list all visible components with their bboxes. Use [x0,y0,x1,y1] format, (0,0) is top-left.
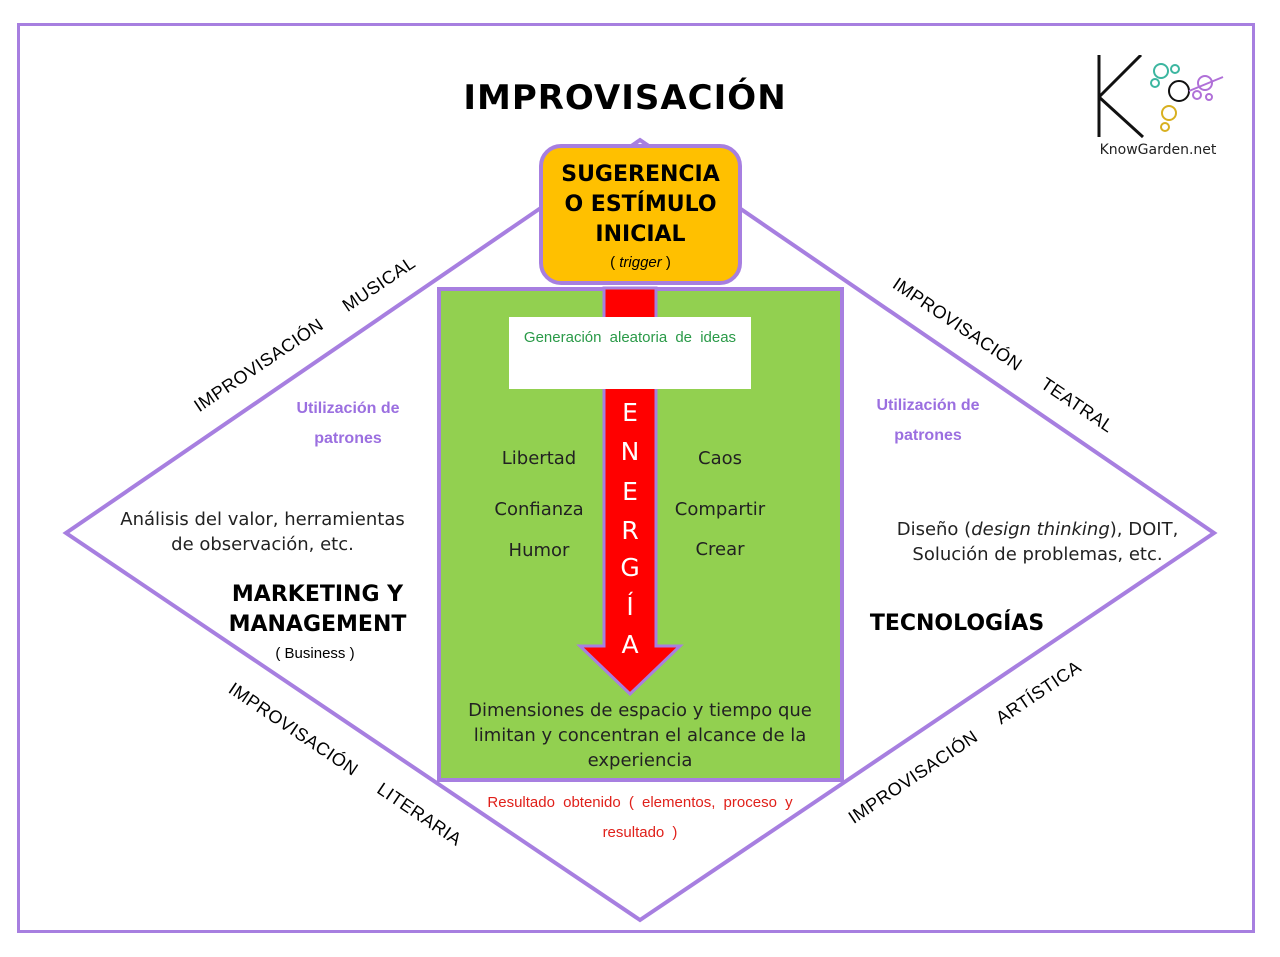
word-confianza: Confianza [494,499,584,520]
right-design-line-1: Diseño (design thinking), DOIT, [880,517,1195,542]
right-design-post: ), DOIT, [1109,519,1179,540]
left-patterns-label: Utilización de patrones [268,394,428,454]
word-compartir: Compartir [674,499,766,520]
page-title: IMPROVISACIÓN [463,78,787,118]
dimensions-text: Dimensiones de espacio y tiempo que limi… [468,700,812,771]
word-humor: Humor [508,540,570,561]
marketing-title-line-2: MANAGEMENT [228,612,407,637]
left-analysis-text: Análisis del valor, herramientas de obse… [100,507,425,557]
trigger-subtitle: ( trigger ) [543,254,738,271]
left-patterns-line-2: patrones [314,430,382,447]
trigger-box: SUGERENCIA O ESTÍMULO INICIAL ( trigger … [539,144,742,285]
tecnologias-section-title: TECNOLOGÍAS [869,611,1045,636]
energy-letter-6: Í [626,592,634,621]
right-patterns-label: Utilización de patrones [848,391,1008,451]
right-design-text: Diseño (design thinking), DOIT, Solución… [880,517,1195,567]
trigger-sub-open: ( [610,254,620,271]
right-design-pre: Diseño ( [896,519,972,540]
left-patterns-line-1: Utilización de [296,400,400,417]
energy-letter-2: N [620,437,640,466]
trigger-sub-italic: trigger [619,254,662,271]
trigger-line-1: SUGERENCIA [561,162,720,187]
random-ideas-box: Generación aleatoria de ideas [509,317,751,389]
knowgarden-logo-icon [1093,53,1225,140]
word-crear: Crear [695,539,745,560]
right-patterns-line-1: Utilización de [876,397,980,414]
marketing-section-sub: ( Business ) [275,645,355,662]
energy-letter-7: A [621,630,639,659]
word-libertad: Libertad [501,448,577,469]
energy-letter-5: G [620,553,640,582]
energy-letter-1: E [622,398,638,427]
right-design-italic: design thinking [971,519,1110,540]
right-design-line-2: Solución de problemas, etc. [912,544,1163,565]
knowgarden-logo [1093,53,1225,140]
right-patterns-line-2: patrones [894,427,962,444]
energy-letter-3: E [622,477,638,506]
energy-letter-4: R [621,516,639,545]
trigger-line-3: INICIAL [595,222,686,247]
result-text: Resultado obtenido ( elementos, proceso … [487,794,793,841]
trigger-sub-close: ) [661,254,671,271]
outer-frame [17,23,1255,933]
word-caos: Caos [698,448,742,469]
logo-text: KnowGarden.net [1099,142,1217,158]
trigger-line-2: O ESTÍMULO [564,192,717,217]
left-analysis-line-2: de observación, etc. [171,534,354,555]
left-analysis-line-1: Análisis del valor, herramientas [120,509,405,530]
marketing-section-title: MARKETING Y MANAGEMENT [205,580,430,640]
marketing-title-line-1: MARKETING Y [231,582,404,607]
